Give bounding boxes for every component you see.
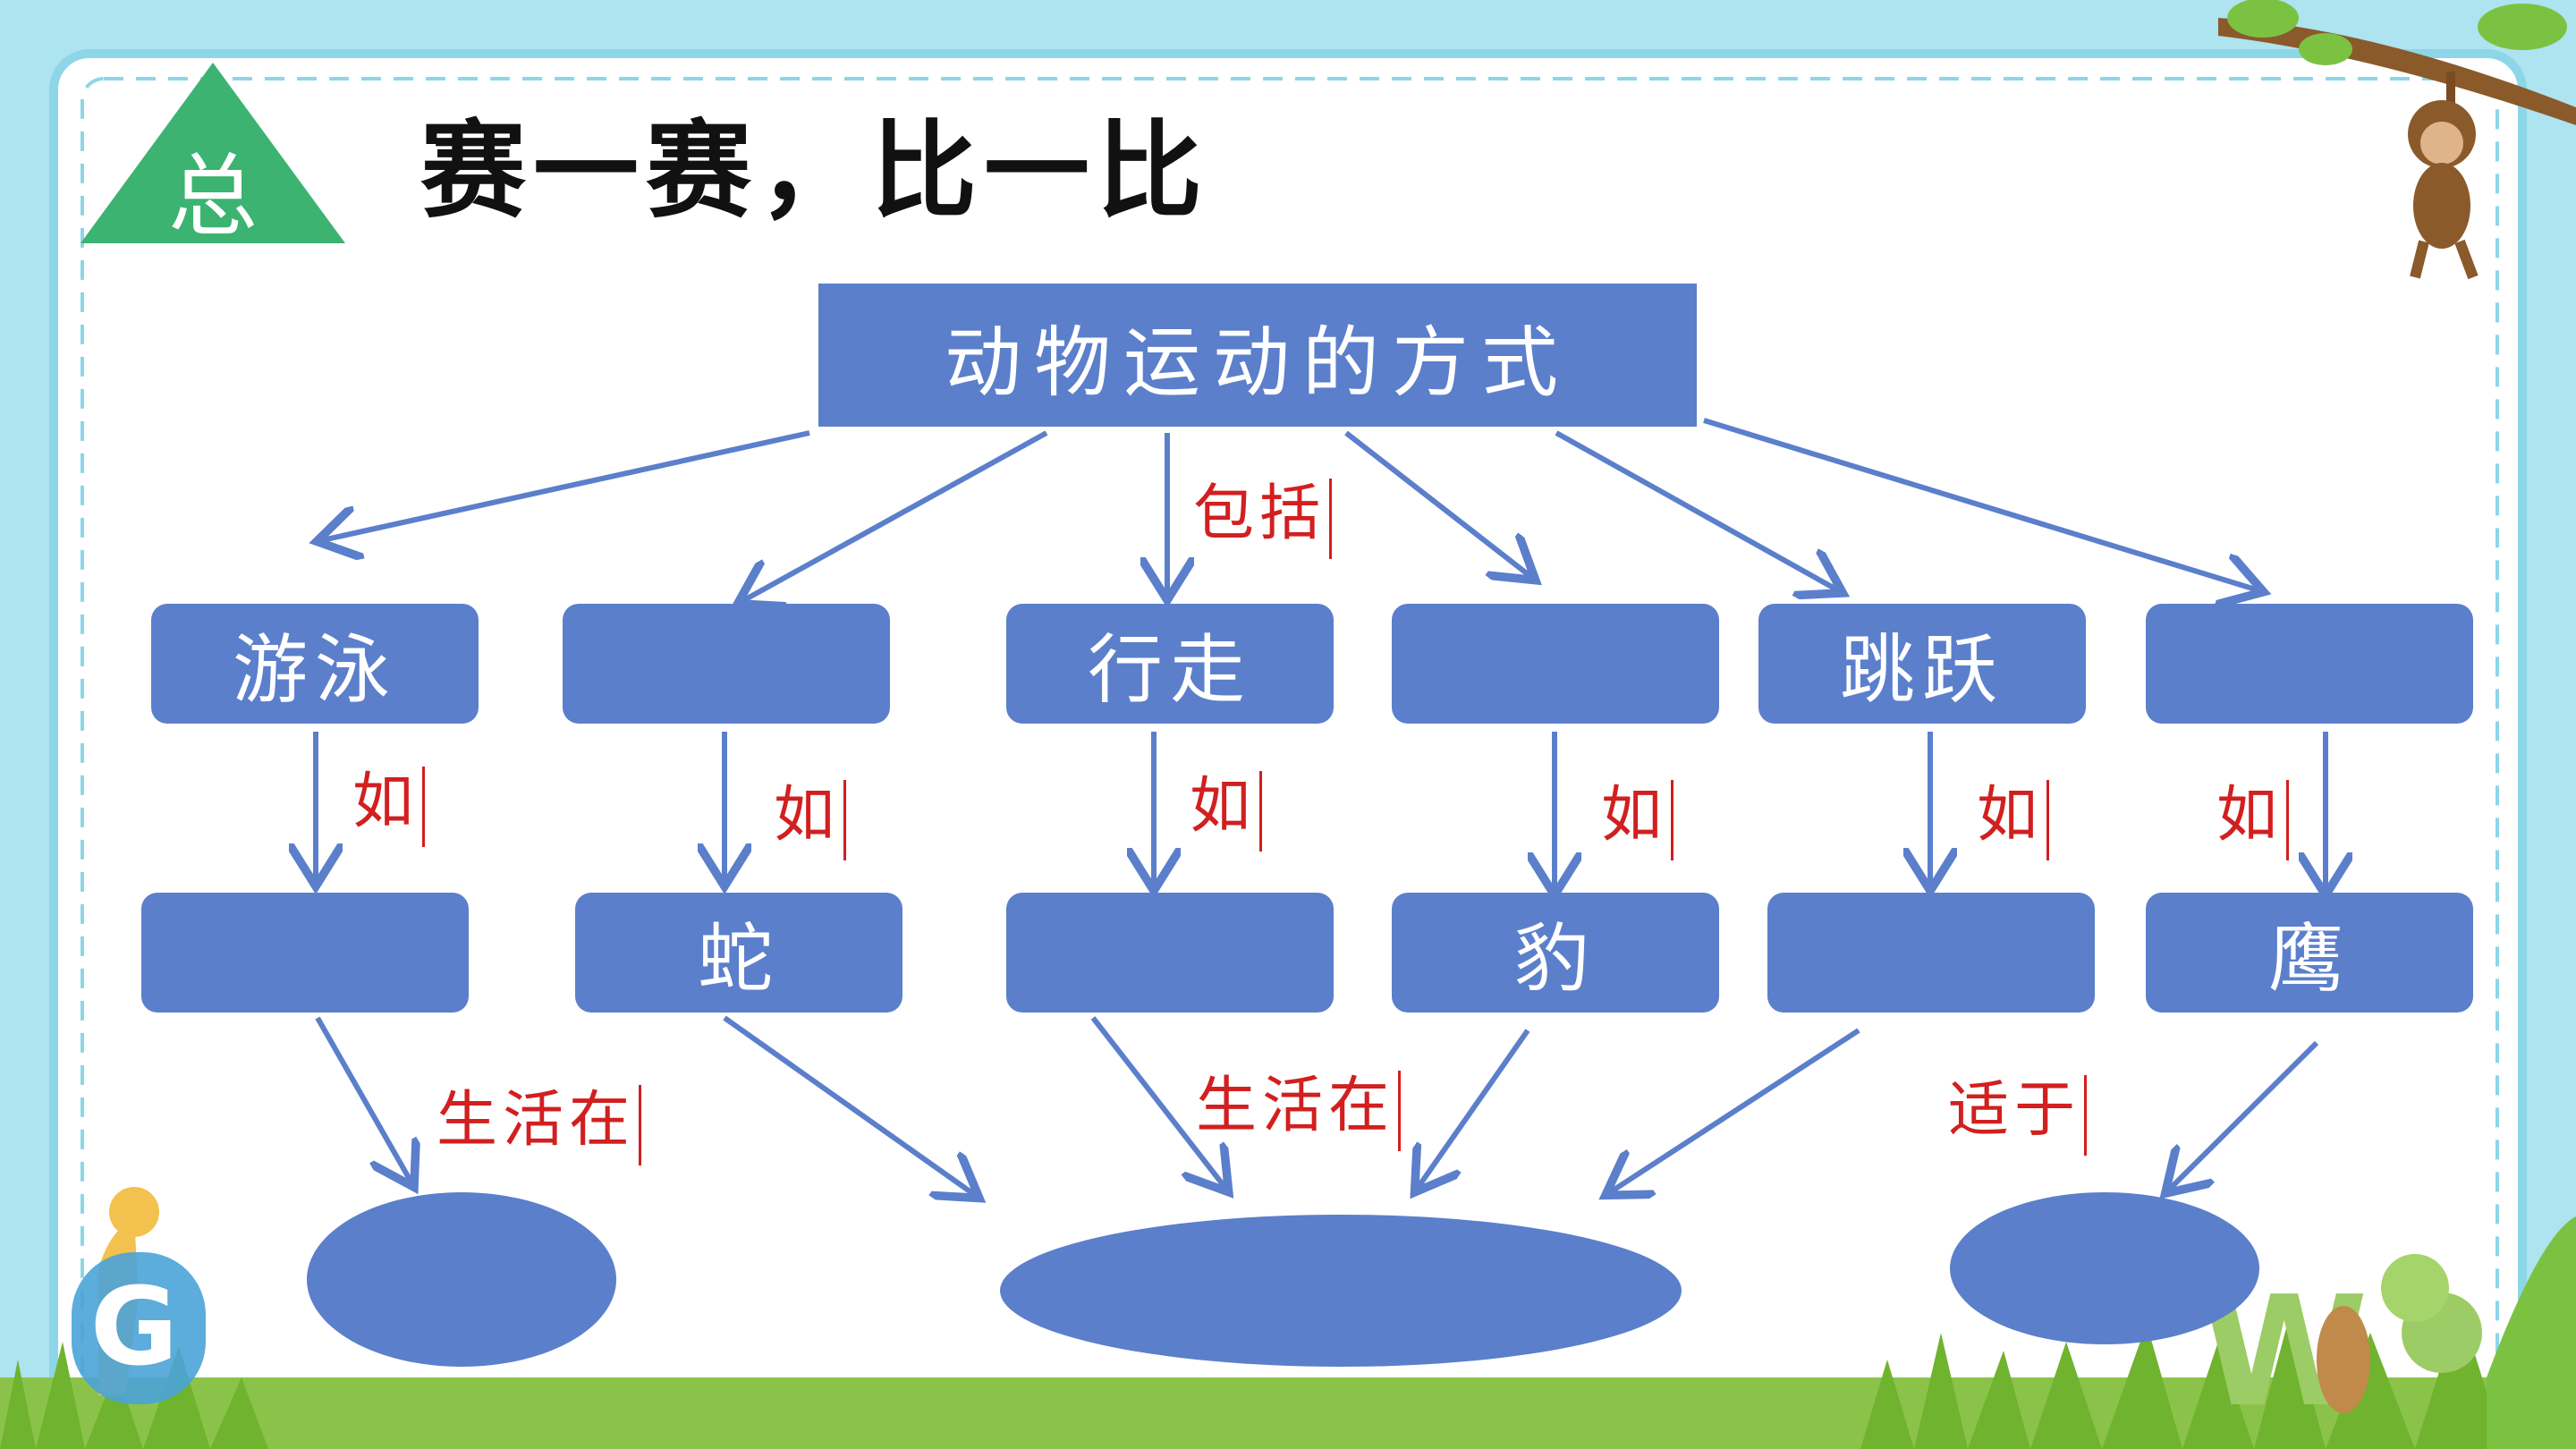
example-edge-label-1: 如 — [352, 751, 425, 847]
tree-branch-icon — [2218, 0, 2576, 125]
arrow-root-to-mode-4 — [1344, 430, 1531, 577]
habitat-edge-label-2: 生活在 — [1196, 1055, 1401, 1151]
mode-node-6 — [2146, 604, 2473, 724]
example-edge-label-6: 如 — [2216, 765, 2289, 860]
mode-node-4 — [1392, 604, 1719, 724]
example-node-6: 鹰 — [2146, 893, 2473, 1013]
mode-node-3: 行走 — [1006, 604, 1334, 724]
arrow-example-to-habitat-3 — [1090, 1016, 1225, 1188]
arrow-root-to-mode-6 — [1703, 418, 2258, 590]
grass-icon — [0, 1216, 2576, 1449]
mode-node-2 — [563, 604, 890, 724]
example-edge-label-2: 如 — [774, 765, 846, 860]
badge-label: 总 — [168, 144, 258, 249]
giraffe-icon: G — [72, 1187, 206, 1404]
arrow-example-to-habitat-5 — [1610, 1028, 1860, 1192]
svg-text:G: G — [90, 1266, 179, 1390]
example-edge-label-4: 如 — [1601, 765, 1674, 860]
example-node-1 — [141, 893, 469, 1013]
habitat-node-1 — [307, 1192, 616, 1367]
example-edge-label-3: 如 — [1190, 756, 1262, 852]
arrow-example-to-habitat-1 — [315, 1016, 411, 1182]
monkey-icon — [2408, 72, 2479, 280]
section-badge — [80, 63, 345, 243]
mode-node-1: 游泳 — [151, 604, 479, 724]
example-node-5 — [1767, 893, 2095, 1013]
mode-node-5: 跳跃 — [1758, 604, 2086, 724]
arrow-root-to-mode-1 — [322, 430, 810, 540]
arrow-root-to-mode-5 — [1555, 430, 1838, 590]
habitat-node-3 — [1950, 1192, 2259, 1344]
arrow-example-to-habitat-6 — [2169, 1040, 2319, 1190]
example-node-4: 豹 — [1392, 893, 1719, 1013]
example-edge-label-5: 如 — [1977, 765, 2049, 860]
example-node-2: 蛇 — [575, 893, 902, 1013]
arrow-root-to-mode-2 — [742, 430, 1048, 601]
page-title: 赛一赛，比一比 — [420, 108, 1210, 233]
habitat-edge-label-3: 适于 — [1948, 1060, 2087, 1156]
root-node: 动物运动的方式 — [818, 284, 1697, 427]
root-edge-label: 包括 — [1193, 463, 1332, 559]
habitat-edge-label-1: 生活在 — [436, 1070, 641, 1165]
habitat-node-2 — [1000, 1215, 1682, 1367]
example-node-3 — [1006, 893, 1334, 1013]
arrow-example-to-habitat-4 — [1418, 1029, 1530, 1188]
arrow-example-to-habitat-2 — [723, 1015, 975, 1195]
